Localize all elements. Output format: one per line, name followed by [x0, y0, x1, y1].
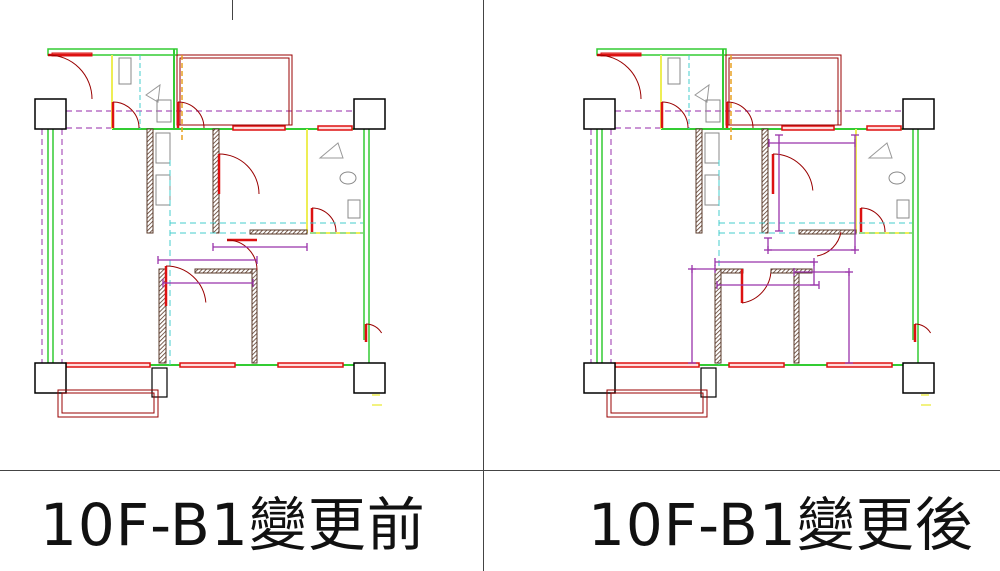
- toilet-fixture: [339, 171, 357, 185]
- toilet-fixture: [888, 171, 906, 185]
- balcony-outline: [57, 389, 159, 418]
- balcony-outline: [606, 389, 708, 418]
- hatched-wall: [793, 272, 800, 364]
- bedroom-door-swing: [218, 153, 260, 195]
- room-door-swing: [165, 265, 207, 303]
- room-door-swing: [741, 269, 772, 304]
- storage-door-swing: [726, 101, 754, 129]
- structural-column: [583, 362, 616, 394]
- sink-fixture: [347, 199, 361, 219]
- storage-outline: [725, 54, 842, 126]
- sink-fixture: [156, 99, 172, 123]
- room2-door-swing: [816, 231, 842, 257]
- balcony-outline: [610, 392, 704, 414]
- room2-door-swing: [226, 239, 258, 271]
- bath-fixture: [318, 142, 344, 159]
- hatched-wall: [720, 268, 744, 274]
- floor-plan-before: [34, 48, 386, 418]
- bath-fixture: [867, 142, 893, 159]
- storage-outline: [728, 57, 839, 126]
- hatched-wall: [798, 229, 857, 235]
- side-door-swing: [914, 323, 932, 334]
- stove-fixture: [704, 132, 720, 164]
- entry-door-swing: [47, 54, 93, 100]
- window: [866, 125, 902, 131]
- toilet-fixture: [118, 57, 132, 85]
- wc-door-swing: [112, 101, 140, 129]
- hatched-wall: [158, 268, 167, 364]
- structural-column: [902, 98, 935, 130]
- window: [614, 362, 700, 368]
- window: [728, 362, 785, 368]
- side-door-swing: [365, 323, 383, 334]
- bathroom-door-swing: [860, 207, 886, 233]
- wc-door-swing: [661, 101, 689, 129]
- structural-column: [902, 362, 935, 394]
- hatched-wall: [251, 268, 258, 364]
- hatched-wall: [146, 128, 154, 234]
- window: [317, 125, 353, 131]
- sink-fixture: [705, 99, 721, 123]
- hatched-wall: [249, 229, 308, 235]
- sink-fixture: [896, 199, 910, 219]
- hatched-wall: [194, 268, 253, 274]
- structural-column: [583, 98, 616, 130]
- balcony-outline: [61, 392, 155, 414]
- structural-column: [34, 98, 67, 130]
- kitchen-sink-fixture: [704, 174, 720, 206]
- window: [781, 125, 835, 131]
- window: [179, 362, 236, 368]
- window: [277, 362, 344, 368]
- storage-outline: [176, 54, 293, 126]
- kitchen-sink-fixture: [155, 174, 171, 206]
- hatched-wall: [714, 268, 722, 364]
- panel-divider-horizontal: [0, 470, 1000, 471]
- structural-column: [34, 362, 67, 394]
- window: [826, 362, 893, 368]
- hatched-wall: [695, 128, 703, 234]
- hatched-wall: [761, 128, 769, 234]
- structural-column: [353, 98, 386, 130]
- floor-plan-after: [583, 48, 935, 418]
- toilet-fixture: [667, 57, 681, 85]
- shower-fixture: [694, 83, 710, 103]
- stove-fixture: [155, 132, 171, 164]
- caption-after: 10F-B1變更後: [588, 491, 974, 559]
- window: [232, 125, 286, 131]
- window: [65, 362, 151, 368]
- storage-outline: [179, 57, 290, 126]
- entry-door-swing: [596, 54, 642, 100]
- hatched-wall: [770, 268, 813, 274]
- bathroom-door-swing: [311, 207, 337, 233]
- structural-column: [353, 362, 386, 394]
- shower-fixture: [145, 83, 161, 103]
- divider-tick: [232, 0, 233, 20]
- caption-before: 10F-B1變更前: [40, 491, 426, 559]
- panel-divider-vertical: [483, 0, 484, 571]
- storage-door-swing: [177, 101, 205, 129]
